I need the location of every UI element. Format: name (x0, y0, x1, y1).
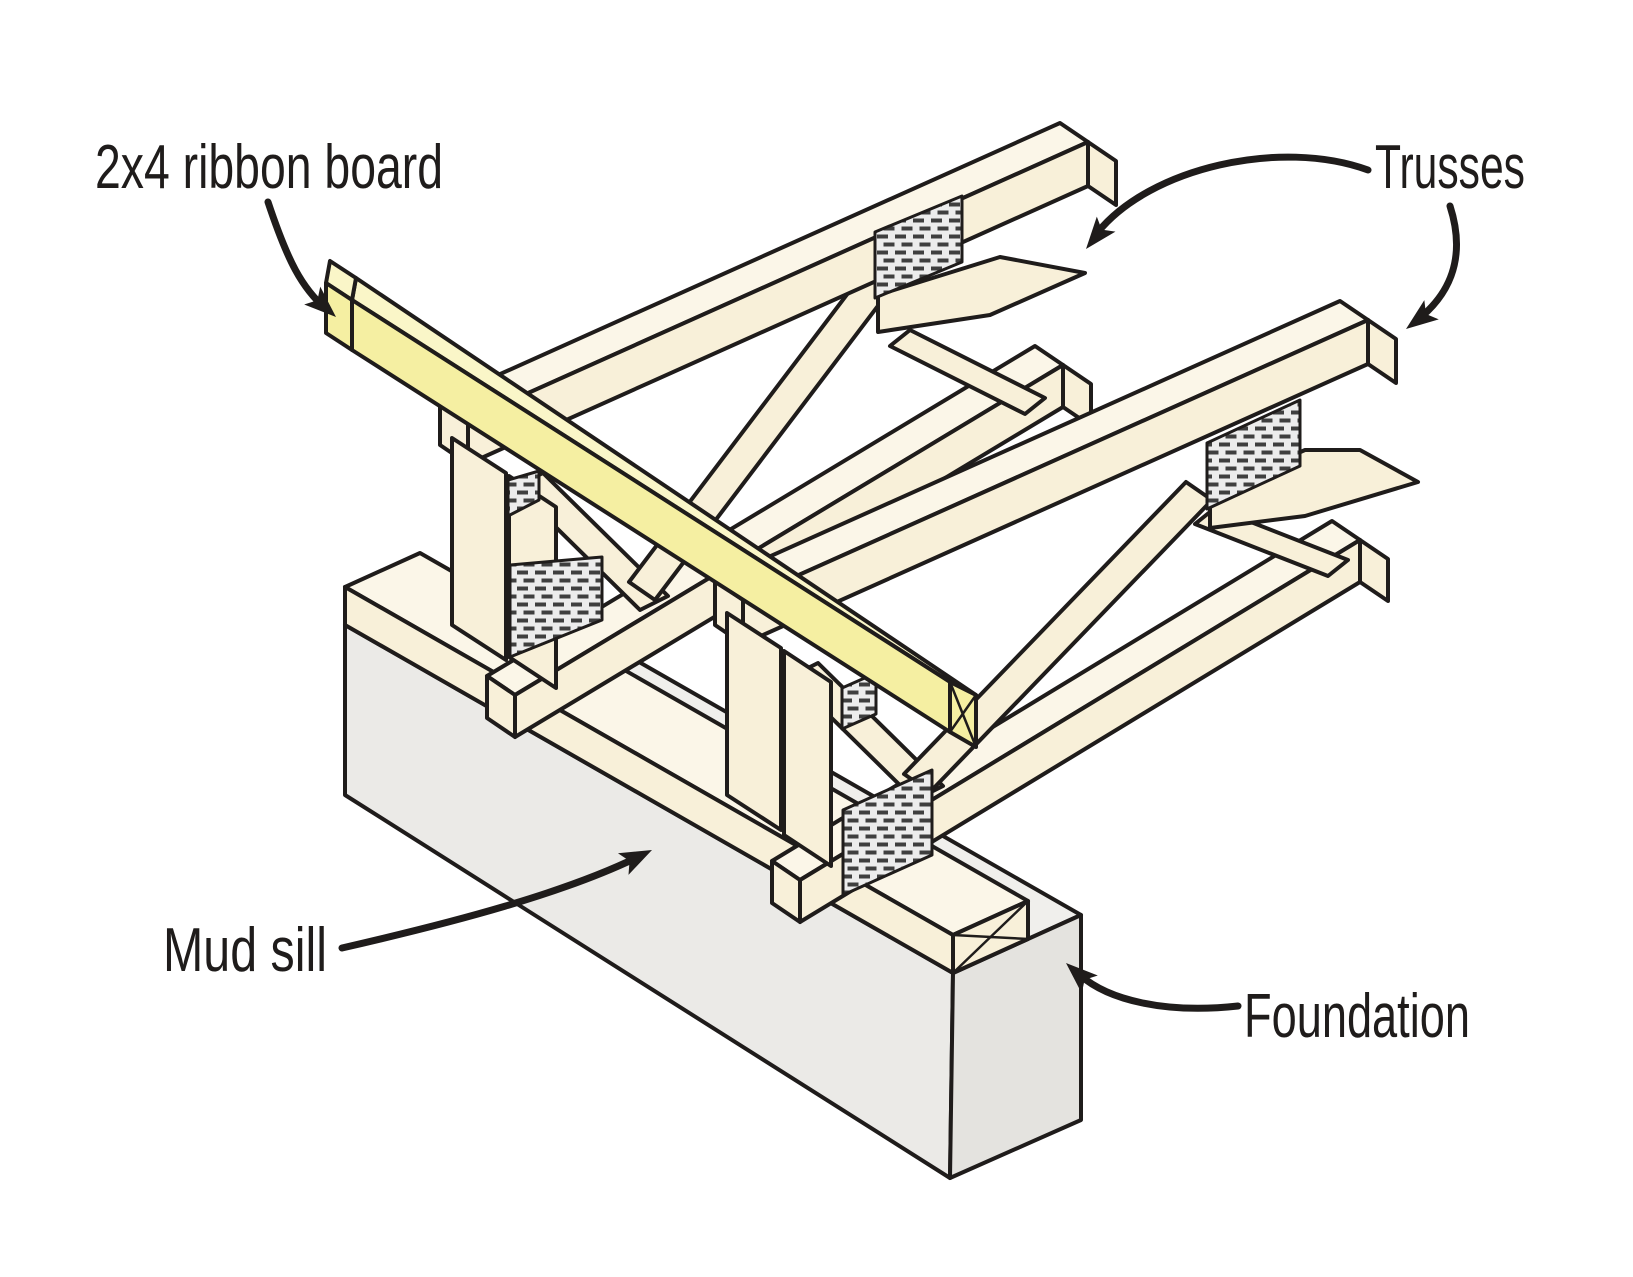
truss1-web-wedge-end (876, 255, 1087, 334)
truss1-gusset-plate-small (506, 469, 541, 518)
ribbon-board-endgrain-x-mark (948, 680, 978, 749)
truss-1 (438, 121, 1118, 739)
ribbon-board-arrowhead (304, 286, 336, 317)
truss2-bottom-chord-end-face (1358, 538, 1390, 603)
truss-2 (713, 299, 1420, 924)
mud-sill-arrow (338, 852, 644, 952)
foundation-arrow (1076, 971, 1242, 1012)
truss1-bottom-chord-left-end-face (485, 674, 517, 739)
trusses-arrowhead-near (1086, 216, 1116, 249)
truss1-top-chord-end-face (1086, 140, 1118, 207)
ribbon-board (324, 259, 978, 749)
trusses-arrow-near (1094, 153, 1372, 236)
foundation-end-face (948, 913, 1083, 1180)
truss1-end-post-left (450, 436, 508, 662)
mud-sill-label: Mud sill (163, 916, 327, 985)
truss2-end-post-right (782, 649, 833, 868)
mud-sill-endgrain-x-mark (951, 899, 1030, 975)
truss2-gusset-plate-heel (841, 768, 934, 897)
truss2-top-chord-end-face (1366, 318, 1398, 385)
truss1-web-diagonal-down (888, 328, 1047, 416)
annotations: 2x4 ribbon board Trusses Mud sill Founda… (95, 133, 1525, 1051)
foundation-arrowhead (1066, 963, 1098, 994)
truss2-end-post-left (725, 611, 783, 832)
mud-sill-arrowhead (617, 850, 652, 875)
truss1-gusset-plate-heel (508, 555, 604, 659)
truss1-gusset-plate-top (873, 194, 964, 300)
truss2-bottom-chord-left-end-face (770, 859, 802, 924)
ribbon-board-label: 2x4 ribbon board (95, 133, 443, 202)
truss2-gusset-plate-top (1205, 398, 1302, 511)
ribbon-board-arrow (264, 198, 330, 313)
foundation-label: Foundation (1244, 982, 1470, 1051)
trusses-arrowhead-far (1406, 300, 1439, 329)
trusses-label: Trusses (1375, 133, 1525, 202)
